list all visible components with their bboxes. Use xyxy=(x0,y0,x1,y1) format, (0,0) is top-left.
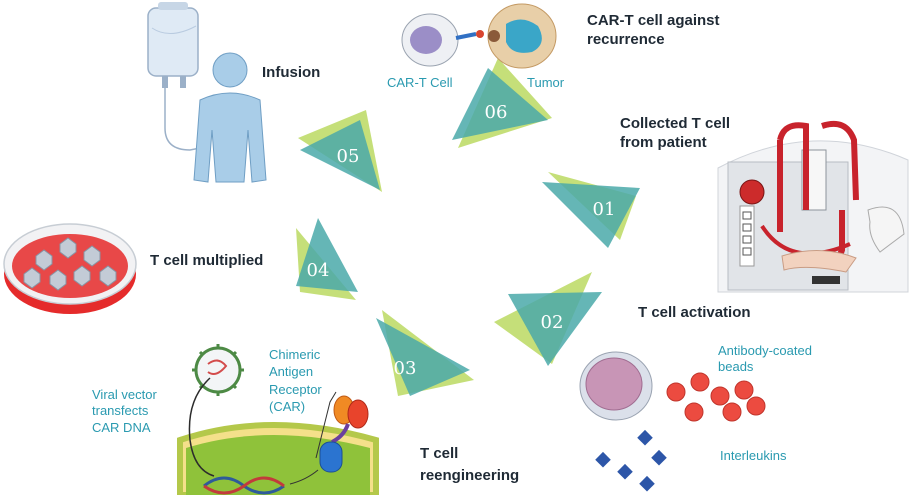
car-label-line-1: Chimeric xyxy=(269,347,321,362)
step-label-01-line-2: from patient xyxy=(620,133,707,151)
antibody-beads-label-line-1: Antibody-coated xyxy=(718,343,812,358)
step-number-04: 04 xyxy=(307,260,330,281)
human-silhouette-icon xyxy=(193,52,267,183)
interleukins-label: Interleukins xyxy=(720,448,787,463)
cart-cell-icon xyxy=(401,13,484,67)
step-number-03: 03 xyxy=(394,358,417,379)
step-label-05: Infusion xyxy=(262,64,320,83)
step-number-05: 05 xyxy=(337,146,360,167)
step-label-03-line-1: T cell xyxy=(420,445,459,462)
iv-bag-icon xyxy=(147,2,201,151)
cell-membrane-icon xyxy=(177,422,379,495)
t-cell-icon xyxy=(579,351,653,421)
viral-vector-label-line-3: CAR DNA xyxy=(92,419,151,435)
interleukin-icon xyxy=(595,429,667,492)
dna-icon xyxy=(203,476,285,495)
car-label-line-3: Receptor xyxy=(269,381,322,397)
virus-icon xyxy=(188,344,244,477)
tumor-label: Tumor xyxy=(527,75,565,90)
step-arrow-01: 01 xyxy=(542,172,640,248)
car-label-line-2: Antigen xyxy=(269,364,314,380)
antibody-beads-label: Antibody-coated beads xyxy=(718,343,812,376)
viral-vector-label-line-2: transfects xyxy=(92,403,149,419)
step-label-06-line-2: recurrence xyxy=(587,30,665,48)
step-arrow-06: 06 xyxy=(452,58,552,148)
car-receptor-icon xyxy=(289,391,369,485)
step-label-01: Collected T cell from patient xyxy=(620,115,730,153)
step-label-06: CAR-T cell against recurrence xyxy=(587,12,720,50)
viral-vector-label: Viral vector transfects CAR DNA xyxy=(92,387,157,436)
step-label-03: T cell reengineering xyxy=(420,443,519,487)
step-arrow-04: 04 xyxy=(296,218,358,300)
tumor-cell-icon xyxy=(487,3,557,69)
step-label-02-line-1: T cell activation xyxy=(638,304,751,321)
car-label-line-4: (CAR) xyxy=(269,398,306,414)
step-arrow-05: 05 xyxy=(298,110,382,192)
step-label-01-line-1: Collected T cell xyxy=(620,115,731,132)
step-label-02: T cell activation xyxy=(638,304,751,323)
step-number-01: 01 xyxy=(593,199,616,220)
step-arrow-03: 03 xyxy=(376,310,474,396)
antibody-beads-label-line-2: beads xyxy=(718,359,754,375)
antibody-bead-icon xyxy=(666,372,766,422)
step-label-06-line-1: CAR-T cell against xyxy=(587,12,720,29)
step-number-06: 06 xyxy=(485,102,508,123)
step-arrow-02: 02 xyxy=(494,272,602,366)
step-label-03-line-2: reengineering xyxy=(420,466,520,484)
step-label-04-line-1: T cell multiplied xyxy=(150,252,264,269)
step-label-05-line-1: Infusion xyxy=(262,64,321,81)
cart-cell-label: CAR-T Cell xyxy=(387,75,453,90)
petri-dish-icon xyxy=(3,223,137,314)
step-number-02: 02 xyxy=(541,312,564,333)
car-label: Chimeric Antigen Receptor (CAR) xyxy=(269,346,322,415)
step-label-04: T cell multiplied xyxy=(150,252,263,271)
viral-vector-label-line-1: Viral vector xyxy=(92,387,157,402)
apheresis-machine-icon xyxy=(717,120,909,293)
